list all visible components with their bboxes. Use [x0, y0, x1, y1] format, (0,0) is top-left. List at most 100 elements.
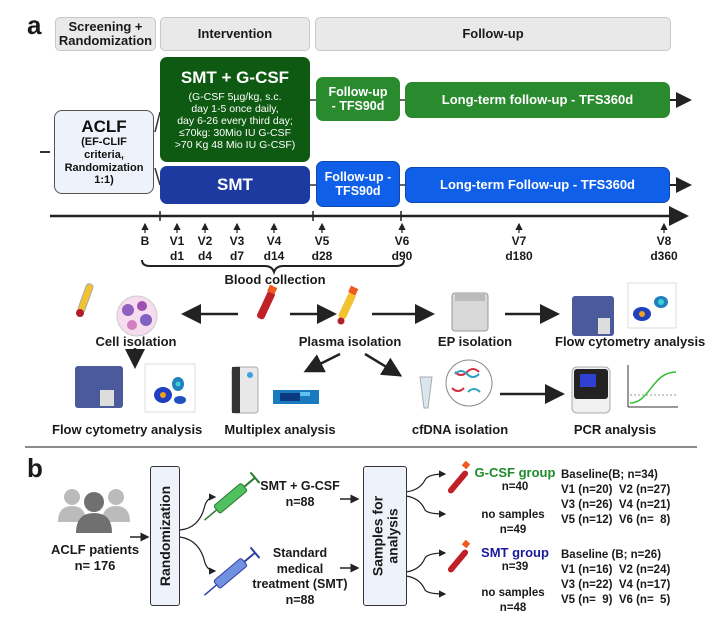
arm-smt-text: medical — [276, 561, 324, 576]
gcsf-no-samples-count: n=49 — [499, 523, 527, 536]
cell-isolation-label: Cell isolation — [95, 334, 177, 349]
visit-count-line: Baseline(B; n=34) — [561, 469, 658, 481]
timepoint-day: d7 — [229, 249, 244, 263]
samples-text: Samples for — [369, 495, 386, 577]
timepoint-day: d4 — [197, 249, 212, 263]
smt-group: SMT group n=39 — [470, 545, 560, 574]
visit-count-line: V3 (n=22) V4 (n=17) — [561, 578, 671, 591]
aclf-box: ACLF (EF-CLIF criteria, Randomization 1:… — [54, 110, 154, 194]
patients-icon — [58, 489, 130, 533]
gcsf-followup-box: Follow-up - TFS90d — [316, 77, 400, 121]
smt-followup-line: Follow-up - — [324, 169, 392, 184]
arm-smt-text: Standard — [272, 546, 328, 560]
samples-box: Samples for analysis — [363, 466, 407, 606]
samples-label: Samples for analysis — [369, 495, 400, 577]
gcsf-title: SMT + G-CSF — [180, 68, 290, 88]
aclf-line: criteria, — [84, 149, 124, 162]
panel-letter-b: b — [27, 453, 43, 483]
smt-group-label: SMT group — [481, 545, 549, 560]
smt-longterm-box: Long-term Follow-up - TFS360d — [405, 167, 670, 203]
aclf-line: 1:1) — [94, 174, 114, 187]
randomization-box: Randomization — [150, 466, 180, 606]
visit-count-line: V3 (n=26) V4 (n=21) — [561, 498, 671, 511]
gcsf-treatment-box: SMT + G-CSF (G-CSF 5µg/kg, s.c. day 1-5 … — [160, 57, 310, 162]
gcsf-group: G-CSF group n=40 — [470, 465, 560, 494]
phase-intervention: Intervention — [160, 17, 310, 51]
timepoint-day: d14 — [263, 249, 285, 263]
arm-smt-label: Standard medical treatment (SMT) n=88 — [245, 546, 355, 609]
flow-cytometer-icon-left — [75, 366, 123, 408]
flow-plot-icon-left — [144, 363, 196, 413]
gcsf-visit-counts: Baseline(B; n=34) V1 (n=20) V2 (n=27) V3… — [561, 468, 670, 528]
arm-gcsf-label: SMT + G-CSF n=88 — [255, 479, 345, 510]
gcsf-longterm-box: Long-term follow-up - TFS360d — [405, 82, 670, 118]
smt-no-samples-count: n=48 — [499, 601, 527, 614]
timepoint-day: d180 — [505, 249, 533, 263]
flow-cytometer-icon-right — [572, 296, 614, 336]
smt-treatment-box: SMT — [160, 166, 310, 204]
blood-tube-icon-cell — [76, 283, 94, 317]
pcr-analysis-label: PCR analysis — [573, 422, 657, 437]
visit-count-line: V1 (n=16) V2 (n=24) — [561, 563, 671, 576]
centrifuge-icon — [451, 292, 489, 332]
multiplex-analysis-label: Multiplex analysis — [224, 422, 336, 437]
blood-tube-icon-smt — [447, 539, 471, 573]
timepoint-day: d360 — [650, 249, 678, 263]
cells-icon — [116, 295, 158, 337]
arm-gcsf-count: n=88 — [285, 494, 315, 509]
gcsf-detail-line: day 6-26 every third day; — [177, 114, 293, 127]
gcsf-no-samples-text: no samples — [481, 509, 545, 521]
visit-count-line: V5 (n=12) V6 (n= 8) — [561, 513, 671, 526]
pcr-curve-icon — [627, 365, 678, 408]
smt-no-samples-text: no samples — [481, 587, 545, 599]
blood-tube-icon-gcsf — [447, 460, 471, 494]
arm-smt-text: treatment (SMT) — [252, 577, 348, 592]
gcsf-group-label: G-CSF group — [474, 465, 556, 480]
plasma-tube-icon — [337, 285, 359, 325]
gcsf-no-samples: no samples n=49 — [468, 508, 558, 538]
syringe-icon-gcsf — [203, 471, 261, 521]
timepoint-visit: B — [140, 234, 150, 248]
patients-label: ACLF patients n= 176 — [45, 542, 145, 573]
timepoint-visit: V8 — [656, 234, 672, 248]
timepoint-visit: V4 — [266, 234, 282, 248]
patients-count: n= 176 — [74, 557, 116, 573]
timepoint-arrows — [141, 222, 668, 233]
timepoint-day: d1 — [169, 249, 184, 263]
smt-group-count: n=39 — [501, 560, 529, 573]
visit-count-line: V5 (n= 9) V6 (n= 5) — [561, 593, 671, 606]
blood-collection-label: Blood collection — [224, 272, 326, 287]
arm-gcsf-text: SMT + G-CSF — [260, 479, 340, 493]
patients-text: ACLF patients — [50, 542, 140, 557]
timepoint-visit: V3 — [229, 234, 245, 248]
timepoint-day: d28 — [311, 249, 333, 263]
timepoint-b: B — [125, 234, 165, 249]
dna-icon — [445, 359, 493, 407]
gcsf-group-count: n=40 — [501, 480, 529, 493]
gcsf-followup-line: Follow-up — [328, 84, 388, 99]
smt-visit-counts: Baseline (B; n=26) V1 (n=16) V2 (n=24) V… — [561, 548, 670, 608]
panel-b-arrows — [130, 470, 447, 598]
visit-count-line: Baseline (B; n=26) — [561, 549, 662, 561]
flow-cytometry-analysis-right-label: Flow cytometry analysis — [555, 334, 706, 349]
timeline-axis — [50, 206, 689, 226]
gcsf-detail-line: >70 Kg 48 Mio IU G-CSF) — [174, 138, 296, 151]
smt-followup-box: Follow-up - TFS90d — [316, 161, 400, 207]
timepoint-visit: V2 — [197, 234, 213, 248]
phase-screening: Screening + Randomization — [55, 17, 156, 51]
phase-followup: Follow-up — [315, 17, 671, 51]
randomization-label: Randomization — [157, 485, 173, 587]
gcsf-detail-line: day 1-5 once daily, — [191, 102, 279, 115]
timepoint-visit: V5 — [314, 234, 330, 248]
blood-collection-brace — [141, 259, 405, 276]
ep-isolation-label: EP isolation — [437, 334, 513, 349]
arm-smt-count: n=88 — [285, 592, 315, 607]
gcsf-followup-line: - TFS90d — [331, 99, 385, 113]
